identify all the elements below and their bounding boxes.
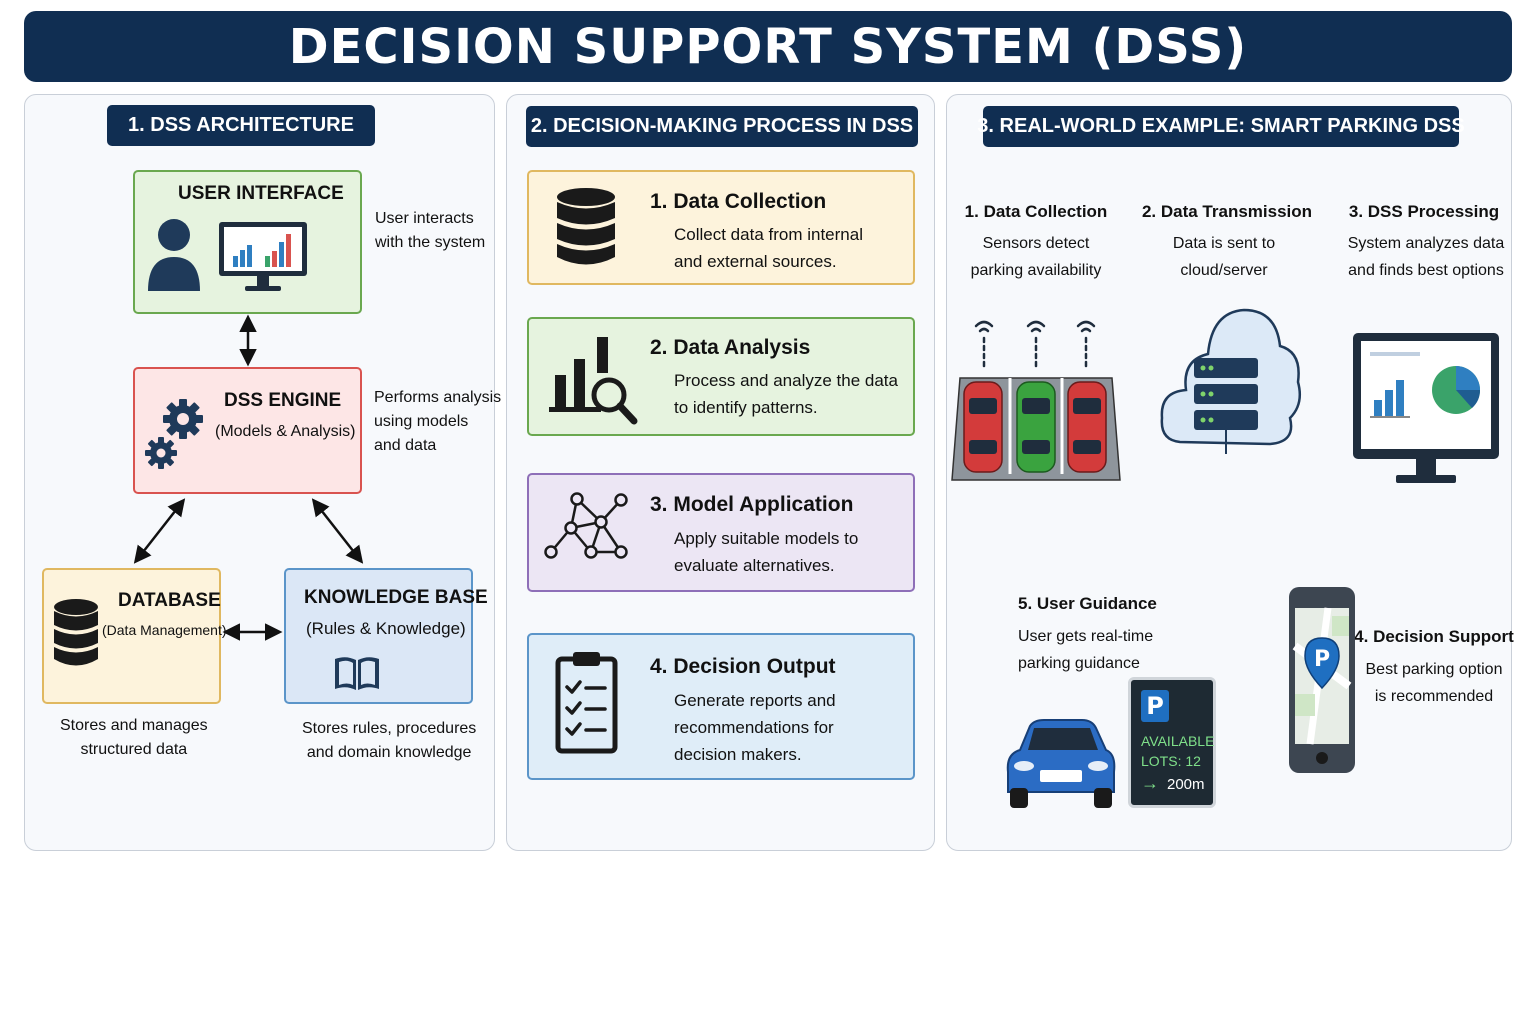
checklist-icon bbox=[555, 652, 618, 754]
dss-engine-subtitle: (Models & Analysis) bbox=[215, 423, 356, 440]
example-step-2-desc: Data is sent to cloud/server bbox=[1172, 235, 1276, 279]
parking-sign-letter: P bbox=[1141, 690, 1169, 722]
database-icon bbox=[54, 599, 98, 666]
example-step-3-title: 3. DSS Processing bbox=[1348, 202, 1500, 221]
dss-engine-title: DSS ENGINE bbox=[224, 390, 342, 411]
example-heading: 3. REAL-WORLD EXAMPLE: SMART PARKING DSS bbox=[977, 106, 1465, 147]
database-title: DATABASE bbox=[118, 590, 221, 611]
parking-sign-available: AVAILABLE bbox=[1141, 733, 1215, 749]
knowledge-base-title: KNOWLEDGE BASE bbox=[304, 587, 488, 608]
chart-magnifier-icon bbox=[549, 337, 638, 425]
example-step-4-desc: Best parking option is recommended bbox=[1365, 661, 1503, 705]
example-step-2-title: 2. Data Transmission bbox=[1141, 202, 1313, 221]
process-step-data-collection: 1. Data Collection Collect data from int… bbox=[527, 170, 915, 285]
user-interface-title: USER INTERFACE bbox=[178, 183, 344, 204]
knowledge-base-subtitle: (Rules & Knowledge) bbox=[306, 619, 466, 638]
example-step-5-title: 5. User Guidance bbox=[1018, 594, 1157, 613]
process-step-model-application: 3. Model Application Apply suitable mode… bbox=[527, 473, 915, 592]
dss-engine-note: Performs analysis using models and data bbox=[374, 389, 502, 454]
database-icon bbox=[557, 188, 615, 265]
example-step-5-desc: User gets real-time parking guidance bbox=[1018, 628, 1154, 672]
blue-car-icon bbox=[1006, 719, 1116, 808]
user-interface-note: User interacts with the system bbox=[375, 210, 486, 251]
database-subtitle: (Data Management) bbox=[102, 622, 227, 638]
monitor-chart-icon bbox=[219, 222, 307, 291]
parking-availability-sign: P AVAILABLE LOTS: 12 → 200m bbox=[1128, 677, 1216, 808]
parking-lot-icon bbox=[951, 320, 1121, 481]
gears-icon bbox=[145, 399, 203, 469]
database-note: Stores and manages structured data bbox=[60, 717, 208, 758]
red-car-icon bbox=[963, 381, 1003, 473]
engine-database-arrow bbox=[133, 498, 186, 564]
knowledge-base-note: Stores rules, procedures and domain know… bbox=[302, 720, 477, 761]
monitor-dashboard-icon bbox=[1353, 333, 1499, 483]
parking-sign-distance: 200m bbox=[1167, 776, 1205, 793]
example-step-4-title: 4. Decision Support bbox=[1354, 627, 1514, 646]
network-model-icon bbox=[544, 492, 628, 559]
user-icon bbox=[148, 219, 200, 291]
phone-map-icon: P bbox=[1289, 587, 1355, 773]
cloud-server-icon bbox=[1160, 308, 1301, 454]
page-title: DECISION SUPPORT SYSTEM (DSS) bbox=[288, 18, 1248, 75]
engine-knowledge-arrow bbox=[311, 498, 364, 564]
process-step-data-analysis: 2. Data Analysis Process and analyze the… bbox=[527, 317, 915, 436]
phone-pin-letter: P bbox=[1314, 647, 1330, 672]
green-car-icon bbox=[1016, 381, 1056, 473]
book-icon bbox=[335, 657, 379, 690]
example-step-1-title: 1. Data Collection bbox=[964, 202, 1108, 221]
title-banner: DECISION SUPPORT SYSTEM (DSS) bbox=[24, 11, 1512, 82]
architecture-heading: 1. DSS ARCHITECTURE bbox=[107, 105, 375, 146]
example-step-3-desc: System analyzes data and finds best opti… bbox=[1347, 235, 1505, 279]
red-car-icon-2 bbox=[1067, 381, 1107, 473]
parking-sign-lots: LOTS: 12 bbox=[1141, 753, 1201, 769]
process-heading: 2. DECISION-MAKING PROCESS IN DSS bbox=[526, 106, 918, 147]
arrow-right-icon: → bbox=[1141, 773, 1159, 793]
example-step-1-desc: Sensors detect parking availability bbox=[970, 235, 1102, 279]
